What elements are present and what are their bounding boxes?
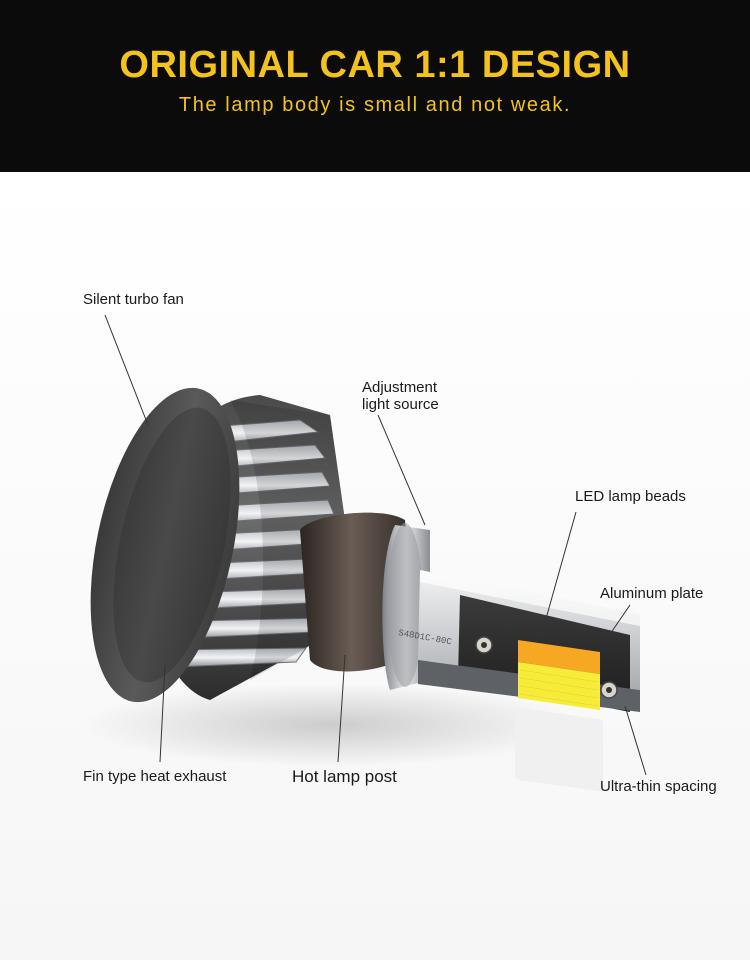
callout-fin-exhaust: Fin type heat exhaust [83, 768, 227, 785]
callout-hot-post: Hot lamp post [292, 767, 397, 786]
floor-shadow [80, 683, 580, 767]
callout-fan: Silent turbo fan [83, 291, 184, 308]
led-chip [515, 640, 603, 792]
callout-aluminum-plate: Aluminum plate [600, 585, 704, 602]
callout-adjustment-line2: light source [362, 396, 439, 413]
callout-spacing: Ultra-thin spacing [600, 778, 717, 795]
callout-led-beads: LED lamp beads [575, 488, 686, 505]
callout-adjustment-line1: Adjustment [362, 379, 438, 396]
banner-subtitle: The lamp body is small and not weak. [178, 94, 572, 116]
banner-title: ORIGINAL CAR 1:1 DESIGN [119, 44, 631, 86]
adjustment-collar [382, 523, 430, 690]
callout-lines [104, 314, 647, 776]
header-banner: ORIGINAL CAR 1:1 DESIGN The lamp body is… [0, 0, 750, 172]
fan-rim [90, 387, 240, 703]
